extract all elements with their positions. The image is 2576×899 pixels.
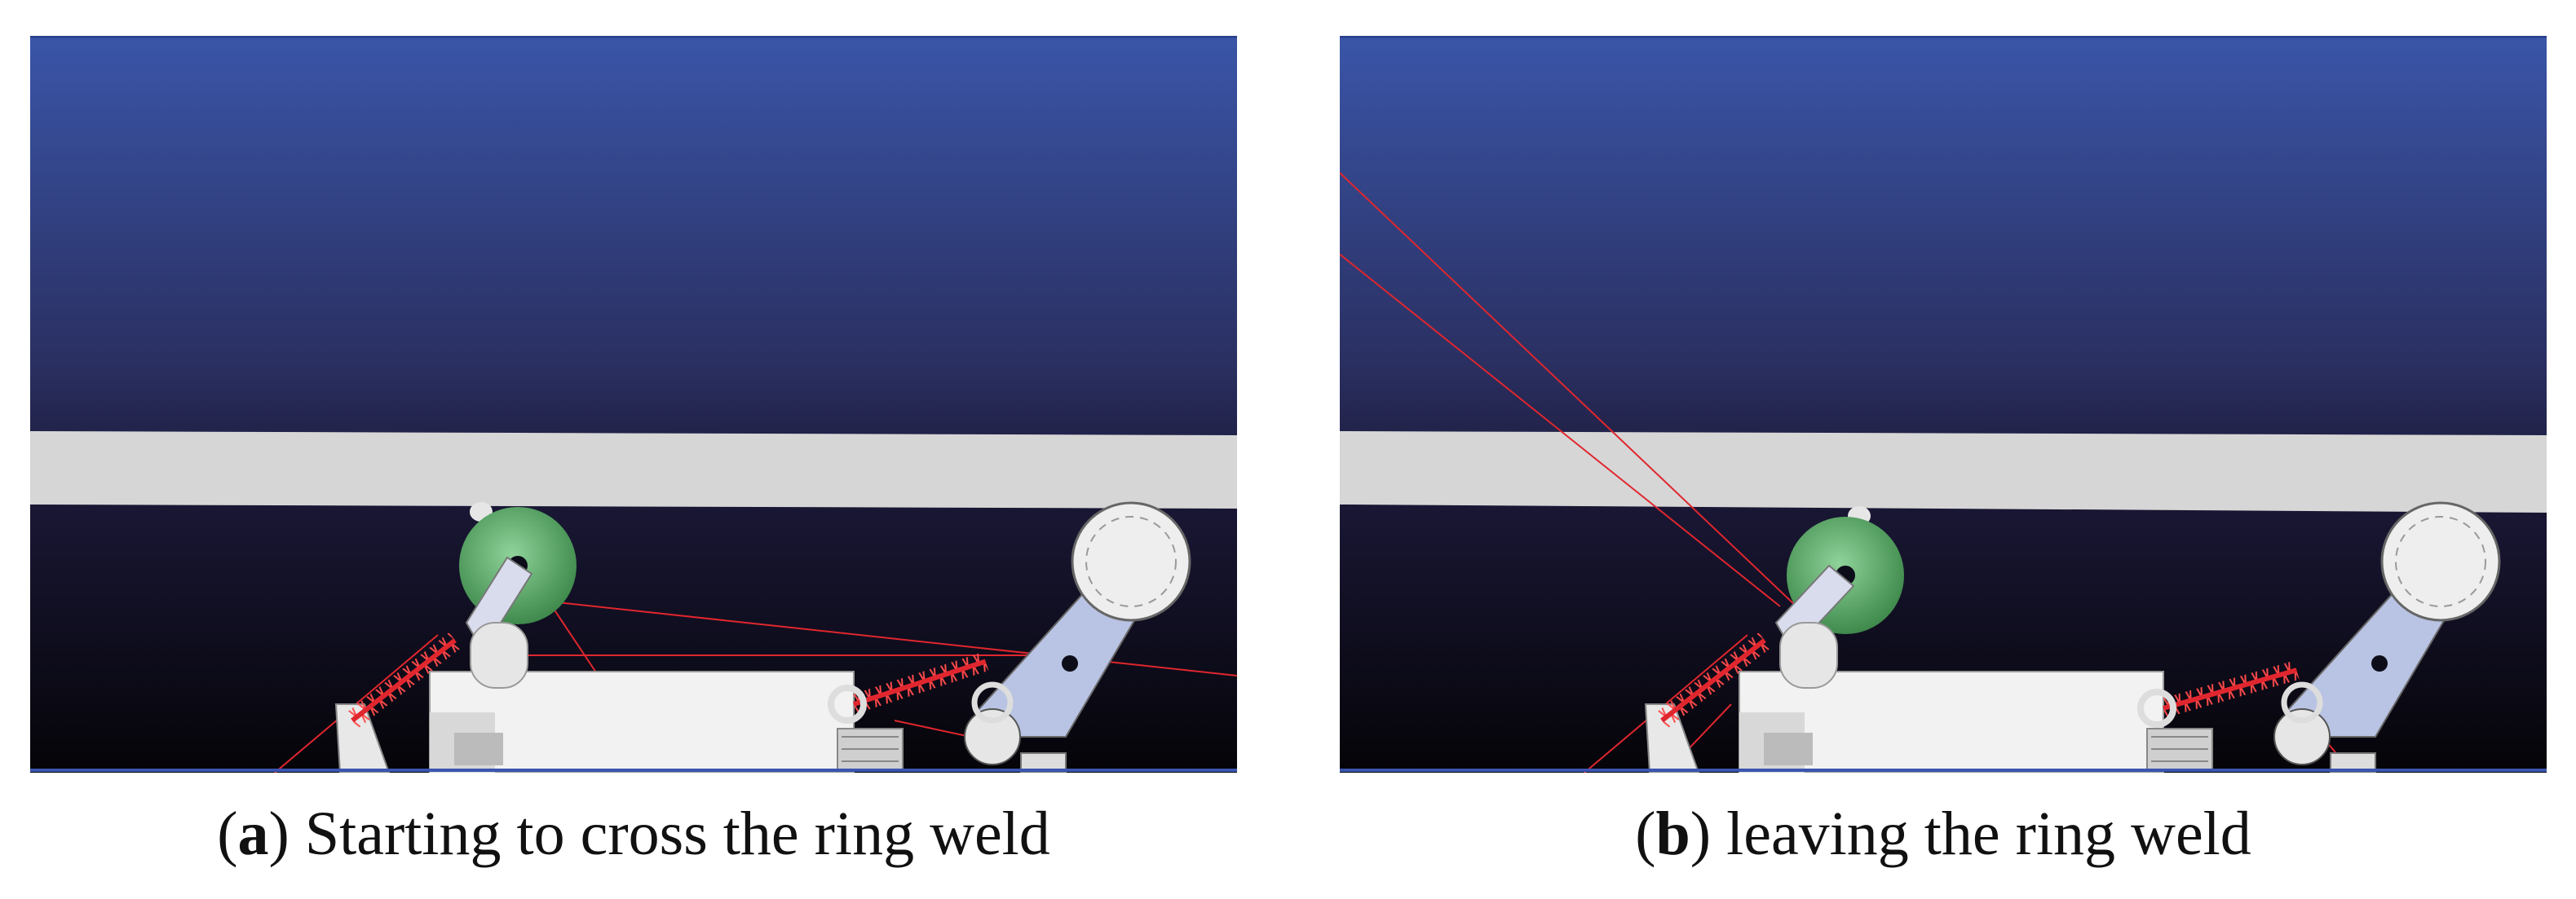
lever-hole [1062, 655, 1078, 672]
caption-a-letter: a [237, 800, 269, 868]
caption-a-text: Starting to cross the ring weld [289, 800, 1050, 868]
pivot-block [470, 622, 528, 689]
spring-eye [828, 685, 867, 724]
body-slot [1764, 733, 1813, 765]
caption-a: (a) Starting to cross the ring weld [217, 800, 1050, 868]
spring-icon [1655, 632, 1771, 729]
lever-base-wheel [964, 708, 1021, 765]
caption-b-letter: b [1655, 800, 1690, 868]
lever-eye [971, 681, 1014, 724]
spring-icon [851, 652, 989, 714]
support-bracket [1644, 703, 1700, 773]
spring-icon [346, 632, 462, 729]
fitting [2146, 728, 2213, 770]
fitting [837, 728, 904, 770]
pivot-block [1779, 622, 1838, 689]
panel-b-simulation-view [1340, 36, 2547, 773]
tread-wheel-icon [2380, 501, 2501, 622]
pipe-wall [1340, 431, 2547, 513]
support-bracket [334, 703, 391, 773]
caption-b: (b) leaving the ring weld [1635, 800, 2251, 868]
lever-base-wheel [2273, 708, 2331, 765]
spring-icon [2160, 660, 2300, 718]
body-slot [454, 733, 503, 765]
panel-a-simulation-view [30, 36, 1237, 773]
spring-eye [2137, 689, 2176, 728]
pipe-wall [30, 431, 1237, 509]
tread-wheel-icon [1071, 501, 1191, 622]
panel-b-scene [1340, 36, 2547, 773]
lever-hole [2371, 655, 2388, 672]
panel-a-scene [30, 36, 1237, 773]
caption-b-text: leaving the ring weld [1711, 800, 2251, 868]
lever-eye [2281, 681, 2323, 724]
